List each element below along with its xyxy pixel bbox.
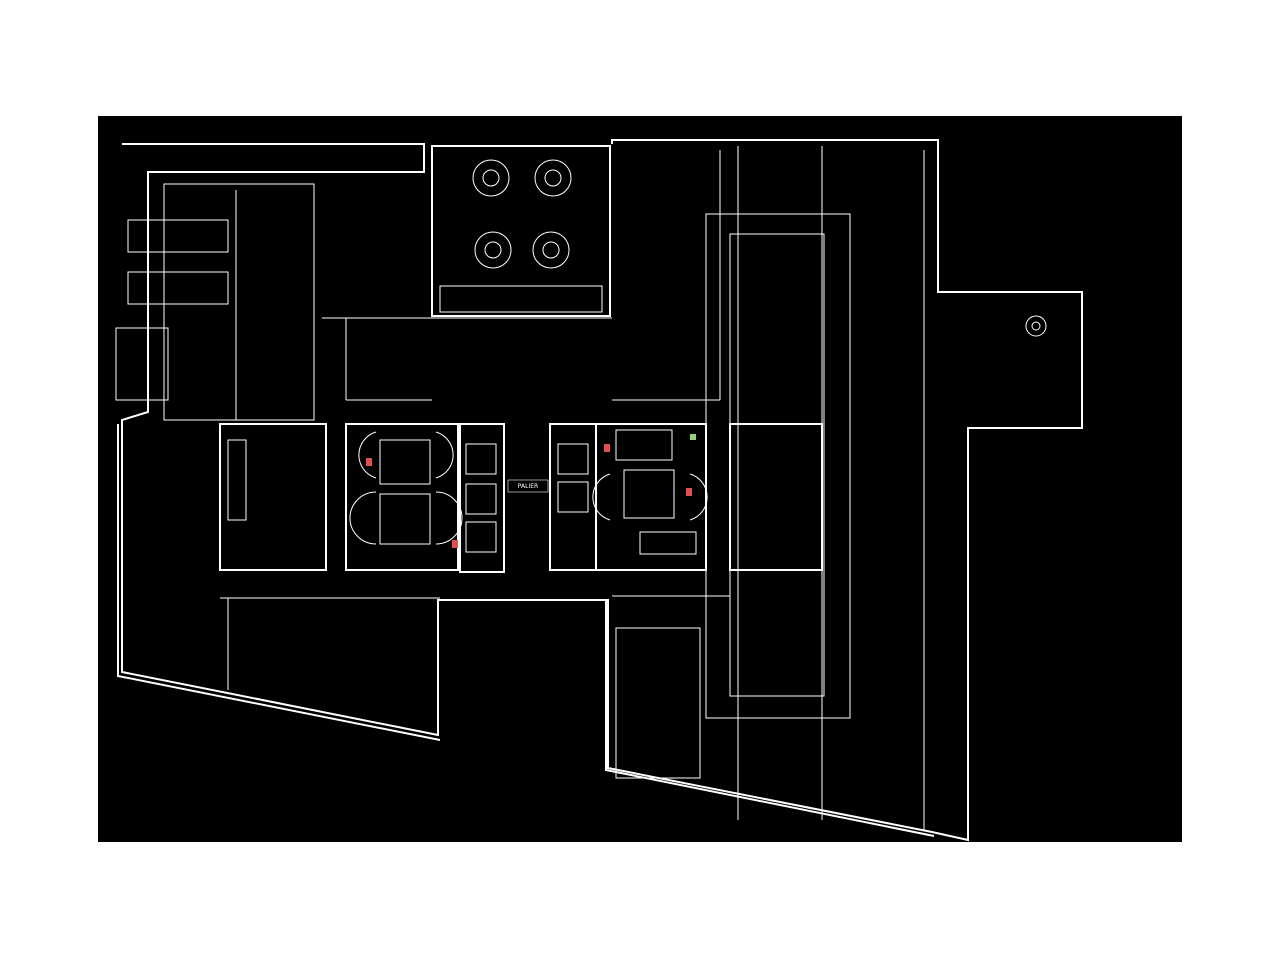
landing-label: PALIER (518, 483, 538, 490)
interior-walls (115, 146, 925, 830)
exterior-walls (117, 139, 1083, 842)
core-left (219, 423, 505, 573)
landing-label-box (507, 479, 549, 493)
mechanical-units (472, 159, 1047, 337)
plan-background (98, 116, 1182, 842)
core-right (549, 423, 823, 571)
accents (366, 434, 696, 548)
